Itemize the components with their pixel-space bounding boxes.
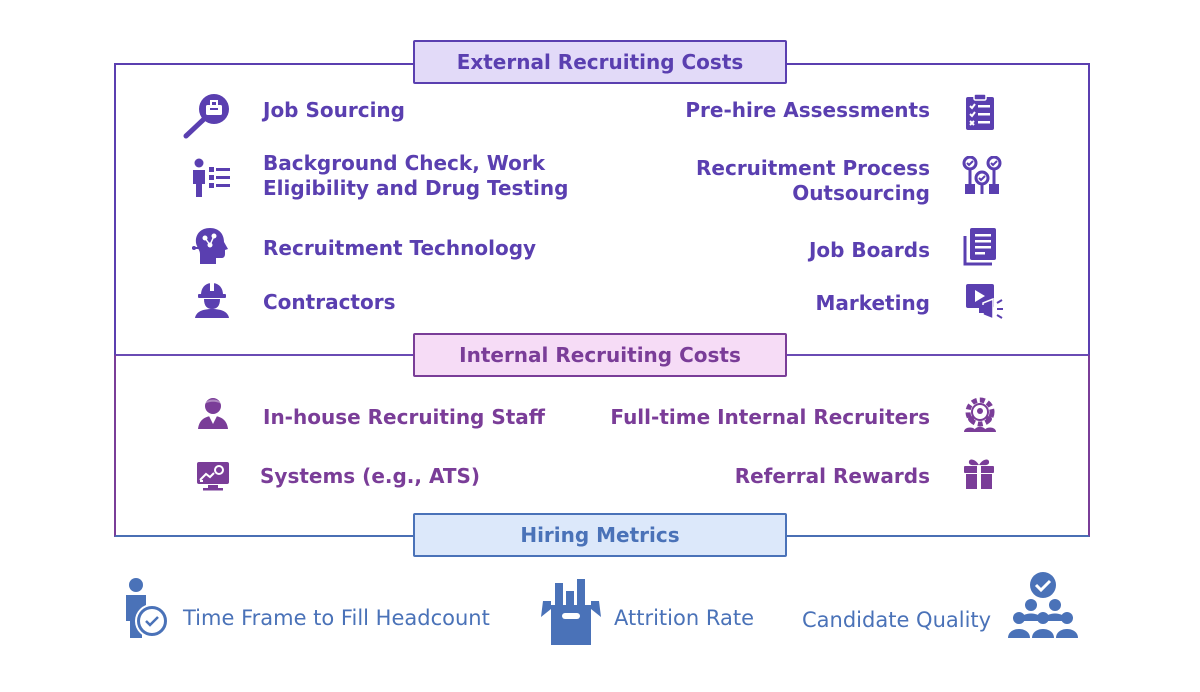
monitor-gear-icon <box>196 461 230 491</box>
gear-team-icon <box>960 397 1000 433</box>
external-costs-label: External Recruiting Costs <box>413 40 787 84</box>
referral-rewards-label: Referral Rewards <box>734 464 930 488</box>
time-frame-label: Time Frame to Fill Headcount <box>183 606 490 630</box>
person-clock-icon <box>122 577 172 639</box>
rpo-line1: Recruitment Process <box>696 156 930 180</box>
background-check-label: Background Check, Work Eligibility and D… <box>263 151 568 201</box>
team-checkmark-icon <box>1008 571 1078 639</box>
external-costs-frame <box>114 63 1090 356</box>
head-circuit-icon <box>192 226 232 266</box>
in-house-staff-label: In-house Recruiting Staff <box>263 405 546 429</box>
rpo-label: Recruitment Process Outsourcing <box>696 156 930 206</box>
person-checklist-icon <box>190 158 234 198</box>
magnifier-briefcase-icon <box>182 91 234 139</box>
process-flow-icon <box>961 156 1003 198</box>
recruitment-technology-label: Recruitment Technology <box>263 236 537 260</box>
gift-icon <box>962 456 996 490</box>
video-megaphone-icon <box>965 283 1007 321</box>
job-boards-label: Job Boards <box>808 238 930 262</box>
contractors-label: Contractors <box>263 290 396 314</box>
document-list-icon <box>962 226 1000 266</box>
pre-hire-assessments-label: Pre-hire Assessments <box>685 98 930 122</box>
clipboard-checklist-icon <box>964 93 996 131</box>
full-time-recruiters-label: Full-time Internal Recruiters <box>610 405 930 429</box>
staff-person-icon <box>196 396 230 430</box>
box-chart-icon <box>541 579 601 647</box>
systems-label: Systems (e.g., ATS) <box>260 464 481 488</box>
marketing-label: Marketing <box>815 291 930 315</box>
job-sourcing-label: Job Sourcing <box>263 98 405 122</box>
candidate-quality-label: Candidate Quality <box>802 608 992 632</box>
background-check-line2: Eligibility and Drug Testing <box>263 176 569 200</box>
hardhat-worker-icon <box>193 281 231 319</box>
hiring-metrics-label: Hiring Metrics <box>413 513 787 557</box>
internal-costs-label: Internal Recruiting Costs <box>413 333 787 377</box>
rpo-line2: Outsourcing <box>792 181 930 205</box>
attrition-rate-label: Attrition Rate <box>614 606 754 630</box>
background-check-line1: Background Check, Work <box>263 151 546 175</box>
internal-costs-frame <box>114 355 1090 537</box>
